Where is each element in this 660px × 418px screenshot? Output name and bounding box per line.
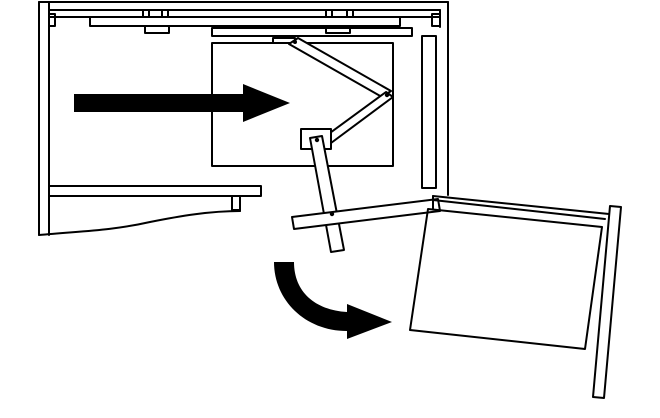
push-arrow [74,84,290,122]
drawer-front-panel [592,205,622,399]
inner-shelf [48,185,262,236]
cabinet-right-panel [421,35,437,189]
swing-arrow [274,262,392,339]
linkage-lower-arm [309,135,345,253]
linkage-crossbar [291,198,441,230]
drawer-pulled-out-position [409,195,610,350]
cabinet-top-rail [48,9,441,44]
pivot-points [293,40,390,217]
linkage-upper-arm [288,37,394,147]
